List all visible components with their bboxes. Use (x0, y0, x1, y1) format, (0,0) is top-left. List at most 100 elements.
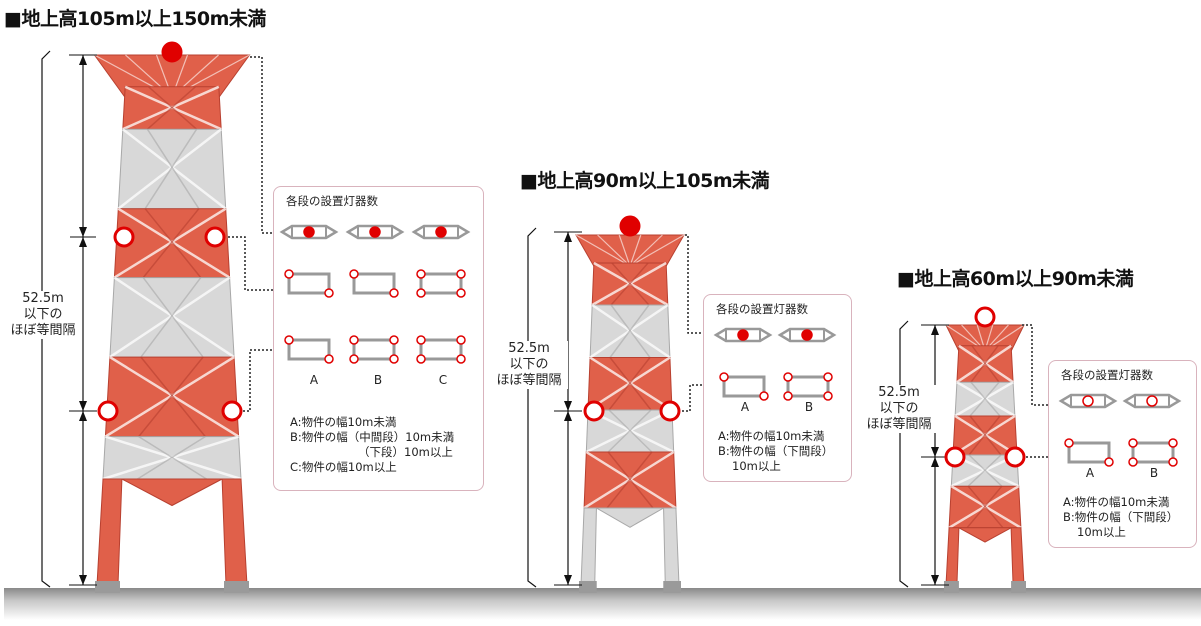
top-light-hollow-icon (1058, 393, 1118, 409)
dotted-leader (250, 56, 275, 234)
tower-footing (663, 581, 681, 593)
tower-brace (607, 451, 654, 509)
spacing-label-1: 52.5m 以下の ほぼ等間隔 (4, 291, 82, 339)
transmission-tower (575, 234, 685, 593)
icon-frame (352, 338, 396, 361)
spacing-value: 52.5m (22, 291, 64, 306)
light-dot (801, 329, 813, 341)
light-dot (1128, 438, 1138, 448)
dotted-leader (682, 384, 703, 412)
crossarm-brace (597, 234, 631, 267)
light-dot (389, 288, 399, 298)
spacing-text: 以下の (23, 307, 63, 322)
crossarm-brace (575, 234, 631, 267)
top-light-filled-icon (345, 224, 405, 240)
tower-brace (966, 485, 1003, 529)
tower-footing (95, 581, 120, 593)
dimension-arrow (931, 447, 939, 457)
hollow-light-icon (583, 400, 605, 422)
tower-brace (142, 208, 200, 279)
tower-brace (117, 207, 231, 279)
crossarm-brace (629, 234, 663, 267)
light-dot (783, 372, 793, 382)
transmission-tower (93, 54, 251, 593)
tower-brace (610, 262, 649, 306)
label-b: B (1149, 466, 1159, 480)
hollow-light-icon (204, 226, 226, 248)
four-light-rect-icon (349, 335, 399, 364)
four-light-rect-icon (1128, 438, 1178, 467)
tower-brace (610, 304, 651, 358)
top-light-hollow-icon (1122, 393, 1182, 409)
note-b: B:物件の幅（中間段）10m未満 (290, 430, 455, 444)
dimension-arrow (564, 575, 572, 585)
light-dot (456, 288, 466, 298)
icon-frame (287, 272, 331, 295)
tower-brace (969, 415, 1002, 456)
note-b-lower: （下段）10m以上 (358, 445, 453, 459)
light-dot (369, 226, 381, 238)
light-dot (1146, 395, 1158, 407)
title-60-90m: ■地上高60m以上90m未満 (897, 268, 1134, 290)
two-light-rect-icon (719, 372, 769, 401)
tower-brace (146, 128, 200, 210)
light-dot (324, 288, 334, 298)
transmission-tower (944, 324, 1026, 593)
top-light-filled-icon (713, 327, 773, 343)
tower-brace (113, 276, 235, 359)
dotted-leader (1022, 324, 1048, 406)
icon-frame (352, 272, 396, 295)
tower-brace (140, 356, 206, 438)
light-dot (284, 335, 294, 345)
dimension-arrow (79, 55, 87, 65)
crossarm-brace (629, 234, 642, 267)
crossarm (575, 234, 685, 267)
tower-brace (608, 357, 651, 411)
tower-footing (224, 581, 249, 593)
spacing-value: 52.5m (878, 385, 920, 400)
light-dot (1168, 438, 1178, 448)
dotted-leader (228, 236, 275, 291)
dimension-arrow (79, 401, 87, 411)
tower-brace (142, 277, 204, 358)
icon-frame (419, 338, 463, 361)
dimension-arrow (79, 575, 87, 585)
two-light-rect-icon (349, 269, 399, 298)
legend-heading: 各段の設置灯器数 (716, 302, 808, 316)
filled-light-icon (161, 41, 183, 63)
tower-leg (663, 507, 680, 586)
light-dot (416, 288, 426, 298)
note-b-cont: 10m以上 (1077, 525, 1126, 539)
tower-leg (580, 507, 597, 586)
spacing-label-3: 52.5m 以下の ほぼ等間隔 (860, 385, 938, 433)
top-light-filled-icon (777, 327, 837, 343)
tower-brace (122, 128, 227, 210)
note-b-cont: 10m以上 (732, 459, 781, 473)
light-dot (456, 269, 466, 279)
tower-leg-arch (958, 527, 1012, 543)
tower-brace (144, 208, 202, 279)
light-dot (456, 354, 466, 364)
legend-box-2: 各段の設置灯器数 A B A:物件の幅10m未満 B:物件の幅（下間段） 10m… (703, 294, 852, 482)
tower-brace (109, 356, 240, 438)
light-dot (389, 354, 399, 364)
light-dot (416, 269, 426, 279)
dimension-arrow (564, 411, 572, 421)
tower-leg (1010, 527, 1025, 586)
note-b: B:物件の幅（下間段） (718, 444, 834, 458)
hollow-light-icon (221, 400, 243, 422)
hollow-light-icon (1004, 446, 1026, 468)
dotted-leader (243, 349, 275, 412)
dimension-lines (899, 320, 949, 588)
legend-heading: 各段の設置灯器数 (1061, 368, 1153, 382)
tower-brace (104, 356, 235, 438)
light-dot (1128, 457, 1138, 467)
hollow-light-icon (659, 400, 681, 422)
icon-frame (722, 375, 766, 398)
four-light-rect-icon (416, 269, 466, 298)
tower-leg-arch (594, 507, 666, 528)
tower-brace (971, 345, 1000, 383)
light-dot (1082, 395, 1094, 407)
label-a: A (309, 373, 319, 387)
